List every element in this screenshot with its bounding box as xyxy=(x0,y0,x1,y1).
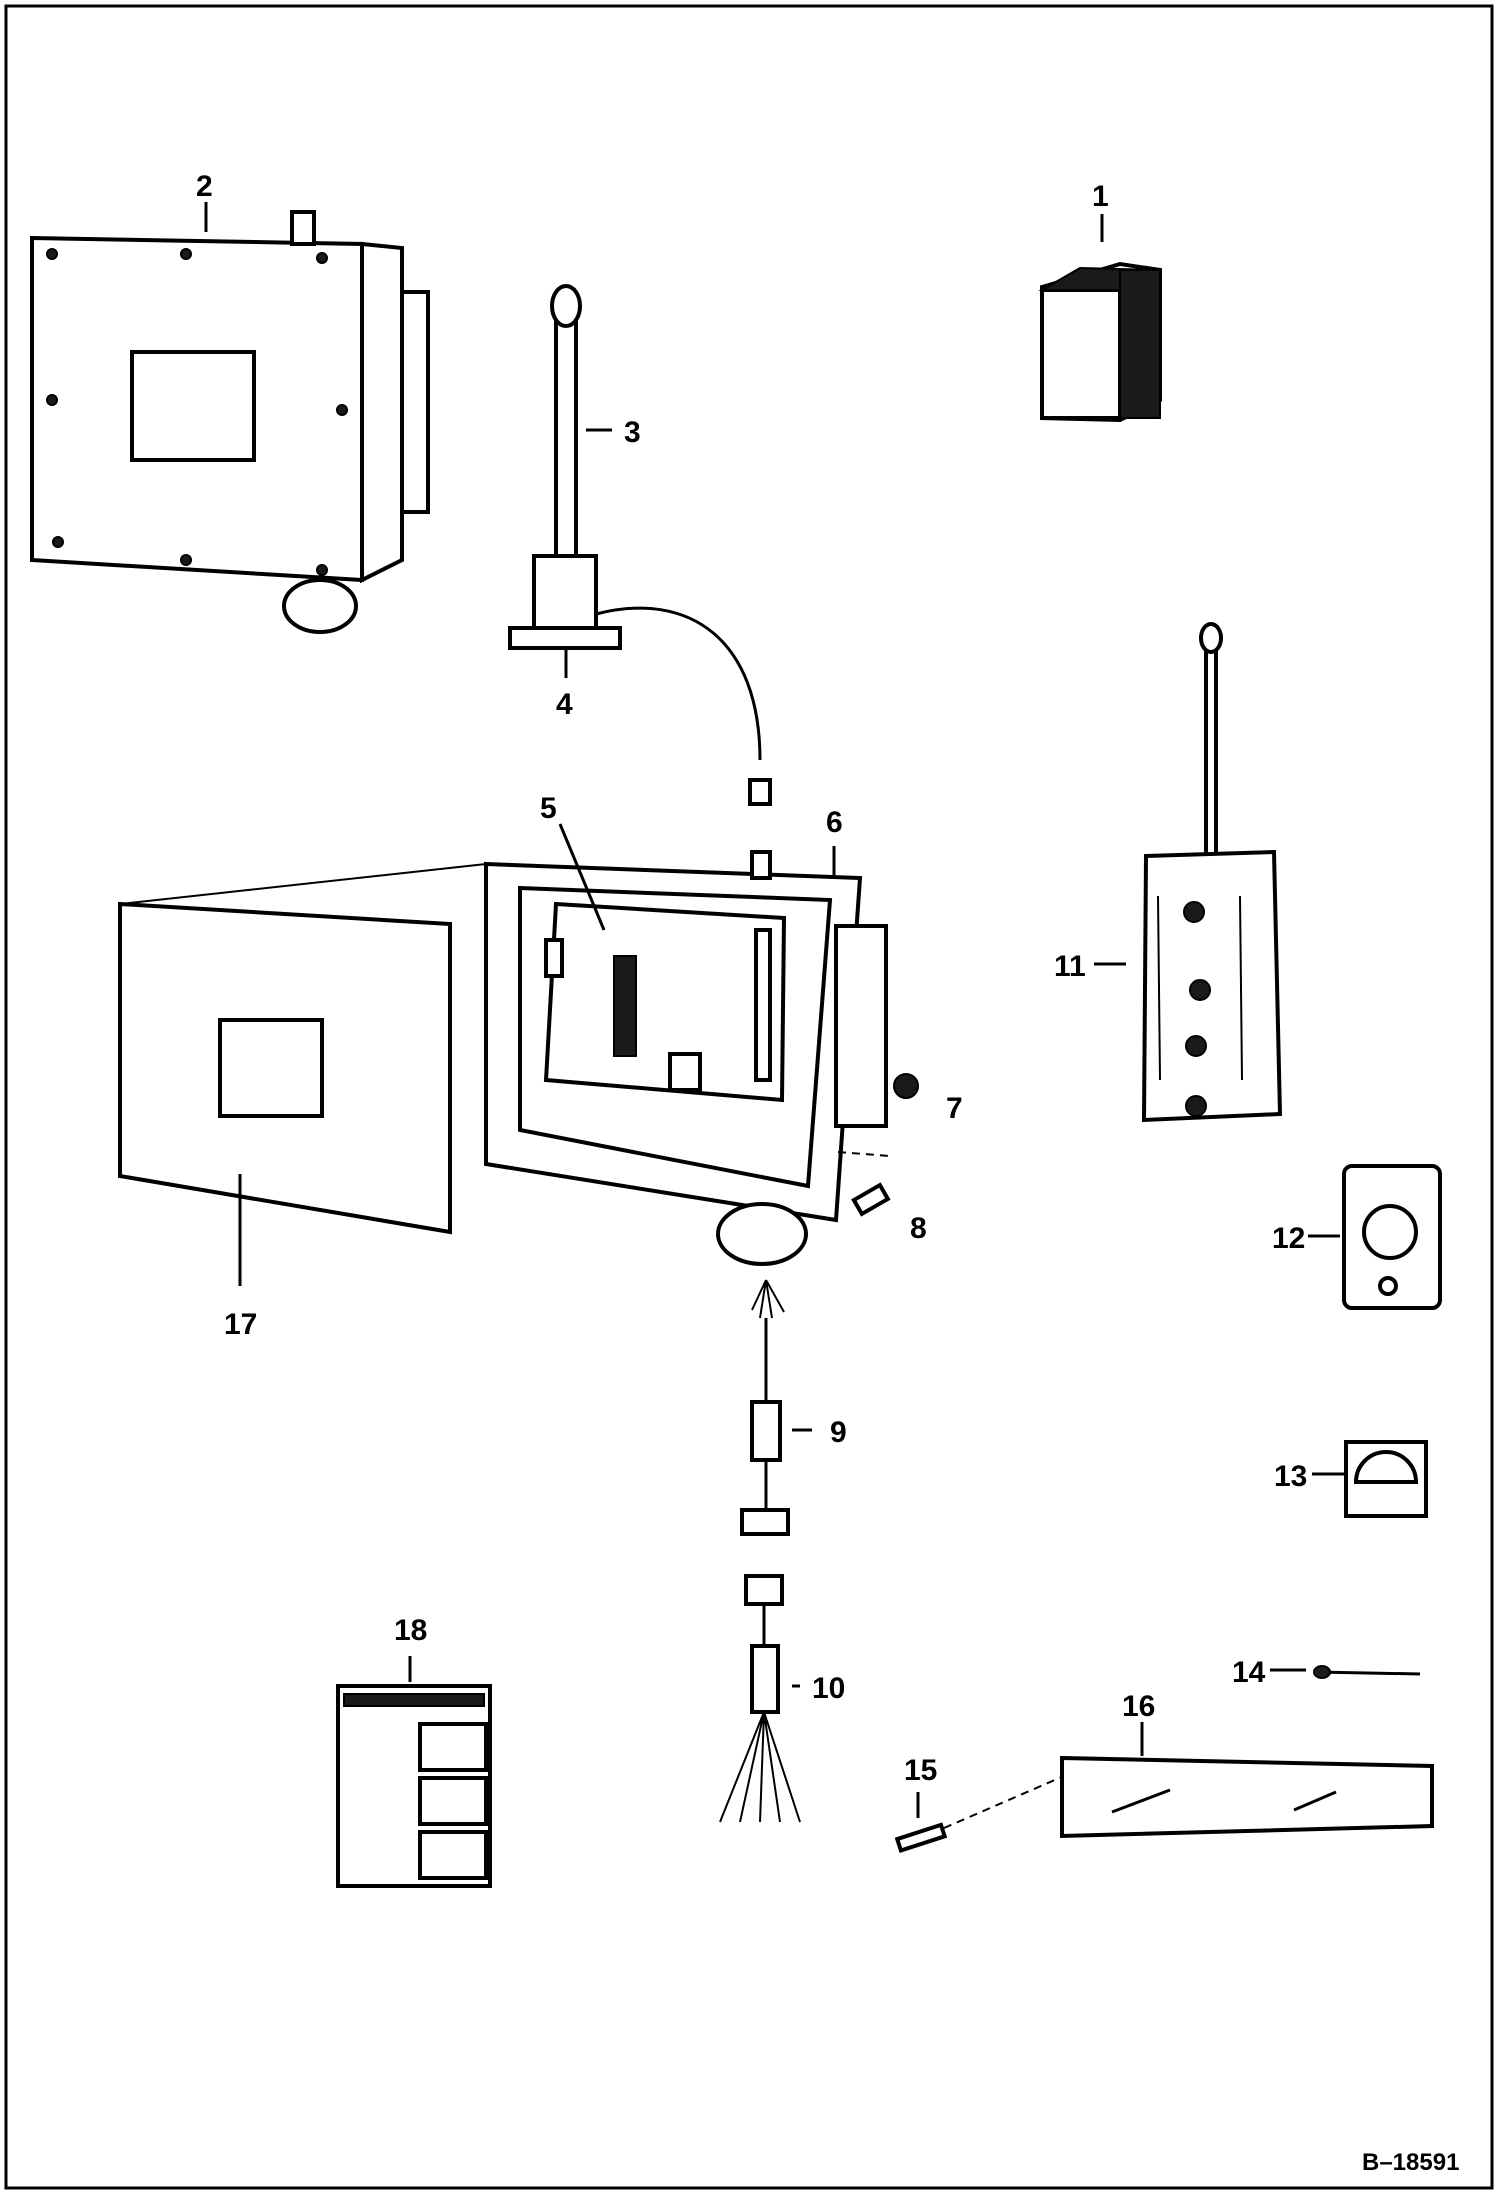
callout-5: 5 xyxy=(540,792,557,825)
part-17-cover xyxy=(118,863,487,1235)
part-14-clip xyxy=(1313,1665,1421,1679)
part-10-harness xyxy=(719,1574,801,1823)
callout-11: 11 xyxy=(1054,950,1086,983)
part-4-antenna-base xyxy=(508,606,772,806)
callout-2: 2 xyxy=(196,170,213,203)
part-3-antenna xyxy=(532,284,598,634)
part-5-circuit-board xyxy=(543,901,787,1103)
part-8-bolt xyxy=(837,1151,891,1217)
part-2-enclosure xyxy=(30,210,430,634)
part-15-screw xyxy=(894,1775,1065,1854)
part-16-bracket xyxy=(1060,1755,1434,1839)
callout-4: 4 xyxy=(556,688,573,721)
leader-lines xyxy=(204,202,1344,1818)
part-12-switch xyxy=(1342,1164,1442,1310)
callout-13: 13 xyxy=(1274,1460,1307,1493)
callout-15: 15 xyxy=(904,1754,937,1787)
callout-9: 9 xyxy=(830,1416,847,1449)
part-18-decal xyxy=(336,1684,492,1888)
callout-14: 14 xyxy=(1232,1656,1266,1689)
part-9-harness xyxy=(740,1279,790,1536)
part-7-nut xyxy=(893,1073,919,1099)
callout-6: 6 xyxy=(826,806,843,839)
callout-8: 8 xyxy=(910,1212,927,1245)
callout-labels: 1 2 3 4 5 6 7 8 9 10 11 12 13 14 15 16 1… xyxy=(196,170,1307,1787)
callout-17: 17 xyxy=(224,1308,257,1341)
part-13-gauge xyxy=(1344,1440,1428,1518)
callout-18: 18 xyxy=(394,1614,427,1647)
callout-3: 3 xyxy=(624,416,641,449)
part-11-transmitter xyxy=(1141,622,1283,1123)
figure-id: B–18591 xyxy=(1362,2149,1459,2176)
callout-10: 10 xyxy=(812,1672,845,1705)
callout-16: 16 xyxy=(1122,1690,1155,1723)
part-1-battery xyxy=(1038,261,1162,423)
callout-12: 12 xyxy=(1272,1222,1305,1255)
callout-7: 7 xyxy=(946,1092,963,1125)
page-border xyxy=(4,4,1494,2190)
callout-1: 1 xyxy=(1092,180,1109,213)
